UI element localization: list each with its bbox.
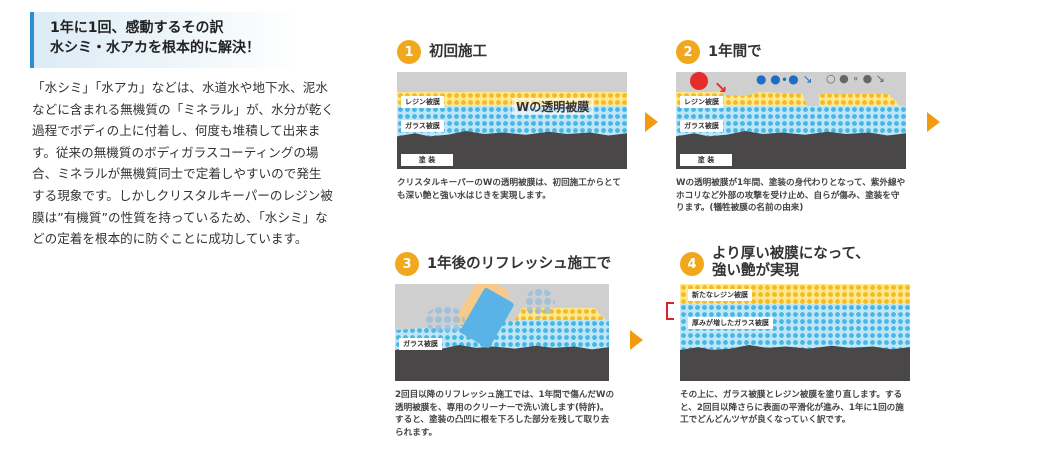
body-text: 「水シミ」「水アカ」などは、水道水や地下水、泥水などに含まれる無機質の「ミネラル… <box>32 80 334 247</box>
next-arrow-icon <box>645 112 658 132</box>
step-number-badge: 3 <box>395 252 419 276</box>
resin-label: レジン被膜 <box>680 96 723 108</box>
bubbles-icon <box>525 288 555 318</box>
step-caption: 2回目以降のリフレッシュ施工では、1年間で傷んだWの透明被膜を、専用のクリーナー… <box>395 390 615 438</box>
step-caption: その上に、ガラス被膜とレジン被膜を塗り直します。すると、2回目以降さらに表面の平… <box>680 390 904 425</box>
step-number-badge: 1 <box>397 40 421 64</box>
section-heading: 1年に1回、感動するその訳 水シミ・水アカを根本的に解決！ <box>30 12 302 68</box>
water-drops-icon: ● ●∙● ↘ <box>756 72 813 86</box>
coating-diagram: 新たなレジン被膜 厚みが増したガラス被膜 <box>680 284 910 381</box>
bubbles-icon <box>425 306 465 334</box>
coating-diagram: ↘ ● ●∙● ↘ ○ ● ∘ ● ↘ レジン被膜 ガラス被膜 塗 装 <box>676 72 906 169</box>
thicker-glass-label: 厚みが増したガラス被膜 <box>688 317 773 329</box>
step-title-line-2: 強い艶が実現 <box>712 263 799 279</box>
dust-icon: ○ ● ∘ ● ↘ <box>826 72 885 85</box>
step-number-badge: 2 <box>676 40 700 64</box>
resin-label: レジン被膜 <box>401 96 444 108</box>
step-title-line-1: より厚い被膜になって、 <box>712 246 870 262</box>
step-caption: クリスタルキーパーのWの透明被膜は、初回施工からとても深い艶と強い水はじきを実現… <box>397 178 621 201</box>
coating-diagram: レジン被膜 ガラス被膜 塗 装 Wの透明被膜 <box>397 72 627 169</box>
paint-label: 塗 装 <box>680 154 732 166</box>
uv-arrow-icon: ↘ <box>714 78 728 97</box>
sun-icon <box>690 72 708 90</box>
paint-label: 塗 装 <box>401 154 453 166</box>
step-caption: Wの透明被膜が1年間、塗装の身代わりとなって、紫外線やホコリなど外部の攻撃を受け… <box>676 178 906 213</box>
step-2: 2 1年間で ↘ ● ●∙● ↘ ○ ● ∘ ● ↘ レジン被膜 ガラス被膜 塗 … <box>676 40 908 215</box>
step-title: 1年間で <box>708 43 762 60</box>
heading-line-1: 1年に1回、感動するその訳 <box>50 20 224 36</box>
thickness-bracket-icon <box>666 302 674 320</box>
glass-label: ガラス被膜 <box>680 120 723 132</box>
next-arrow-icon <box>630 330 643 350</box>
glass-label: ガラス被膜 <box>401 120 444 132</box>
w-coating-label: Wの透明被膜 <box>512 98 594 115</box>
step-title: 1年後のリフレッシュ施工で <box>427 255 612 272</box>
heading-line-2: 水シミ・水アカを根本的に解決！ <box>50 40 260 56</box>
step-1: 1 初回施工 レジン被膜 ガラス被膜 塗 装 Wの透明被膜 クリスタルキーパーのW… <box>397 40 629 202</box>
step-number-badge: 4 <box>680 252 704 276</box>
step-title: 初回施工 <box>429 43 487 60</box>
step-3: 3 1年後のリフレッシュ施工で ガラス被膜 2回目以降のリフレッシュ施工では、1年… <box>395 252 617 439</box>
new-resin-label: 新たなレジン被膜 <box>688 289 752 301</box>
glass-label: ガラス被膜 <box>399 338 442 350</box>
next-arrow-icon <box>927 112 940 132</box>
coating-diagram: ガラス被膜 <box>395 284 609 381</box>
